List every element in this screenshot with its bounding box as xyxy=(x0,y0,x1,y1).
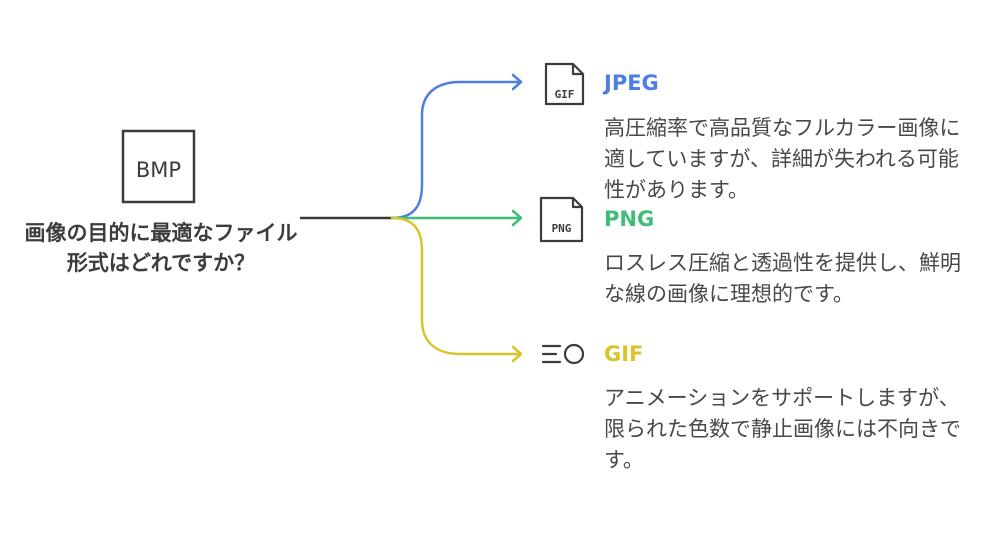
option-title-gif: GIF xyxy=(604,342,644,366)
connector-gif xyxy=(390,216,522,356)
motion-circle-icon xyxy=(541,343,585,365)
gif-file-icon-label: GIF xyxy=(555,88,575,101)
bmp-icon-label: BMP xyxy=(136,158,181,182)
arrowhead-gif xyxy=(511,345,523,363)
option-title-jpeg: JPEG xyxy=(604,71,659,95)
bmp-file-icon: BMP xyxy=(121,129,196,204)
png-file-icon-label: PNG xyxy=(552,222,572,235)
connector-jpeg xyxy=(390,80,522,220)
question-text: 画像の目的に最適なファイル形式はどれですか？ xyxy=(24,221,298,275)
gif-file-icon: GIF xyxy=(544,62,585,106)
arrowhead-png xyxy=(511,209,523,227)
option-title-png: PNG xyxy=(604,207,655,231)
option-description-gif: アニメーションをサポートしますが、限られた色数で静止画像には不向きです。 xyxy=(604,386,961,472)
option-description-png: ロスレス圧縮と透過性を提供し、鮮明な線の画像に理想的です。 xyxy=(604,251,961,306)
arrowhead-jpeg xyxy=(511,73,523,91)
png-file-icon: PNG xyxy=(539,196,584,243)
option-description-jpeg: 高圧縮率で高品質なフルカラー画像に適していますが、詳細が失われる可能性があります… xyxy=(604,116,961,202)
